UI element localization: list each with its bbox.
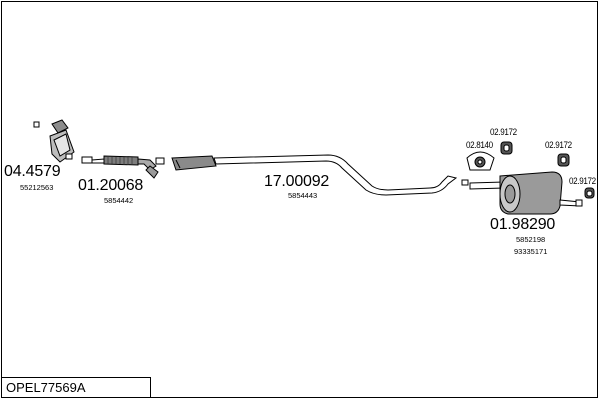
part-code-hanger-1: 02.9172 (490, 127, 517, 138)
part-code-gasket: 02.8140 (466, 140, 493, 151)
middle-pipe-drawing (171, 154, 469, 196)
gasket-drawing (466, 151, 495, 171)
hanger-drawing-3 (584, 187, 595, 199)
hanger-drawing-1 (500, 141, 513, 155)
title-box: OPEL77569A (1, 377, 151, 398)
part-code-catalytic-converter: 04.4579 (4, 163, 61, 180)
part-code-middle-pipe: 17.00092 (264, 173, 330, 190)
part-ref-catalytic-converter: 55212563 (20, 183, 54, 192)
rear-silencer-drawing (469, 171, 583, 215)
diagram-title: OPEL77569A (6, 380, 86, 395)
part-ref-rear-silencer: 5852198 (516, 235, 546, 244)
part-ref2-rear-silencer: 93335171 (514, 247, 548, 256)
catalytic-converter-drawing (33, 119, 75, 163)
part-code-rear-silencer: 01.98290 (490, 216, 556, 233)
part-code-hanger-3: 02.9172 (569, 176, 596, 187)
part-code-hanger-2: 02.9172 (545, 140, 572, 151)
part-ref-front-pipe: 5854442 (104, 196, 134, 205)
part-ref-middle-pipe: 5854443 (288, 191, 318, 200)
hanger-drawing-2 (557, 153, 570, 167)
front-pipe-drawing (81, 155, 165, 179)
part-code-front-pipe: 01.20068 (78, 177, 144, 194)
